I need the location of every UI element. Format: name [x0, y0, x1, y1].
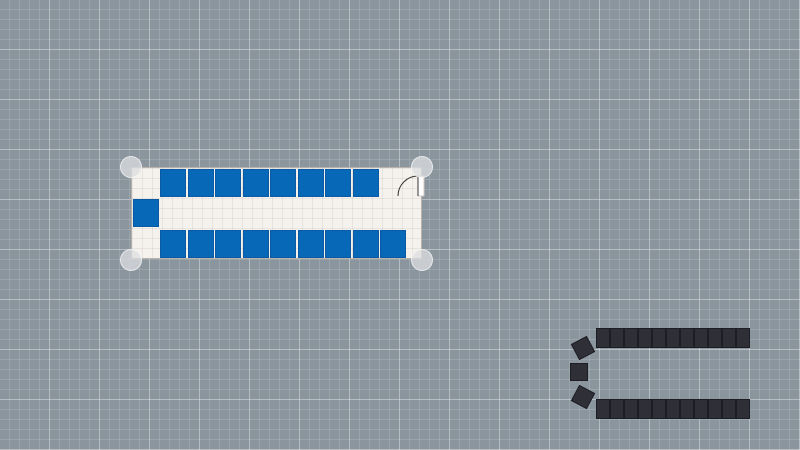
blue-tile-top[interactable] — [160, 169, 186, 197]
dark-tile-bottom[interactable] — [652, 399, 666, 419]
blue-tile-bottom[interactable] — [352, 230, 379, 258]
dark-tile-top[interactable] — [638, 328, 652, 348]
blue-tile-bottom[interactable] — [160, 230, 186, 258]
blue-tile-bottom[interactable] — [215, 230, 241, 258]
dark-tile-top[interactable] — [736, 328, 750, 348]
blue-tile-top[interactable] — [352, 169, 379, 197]
room-module-selected[interactable] — [131, 167, 422, 259]
blue-tile-top[interactable] — [215, 169, 241, 197]
blue-tile-bottom[interactable] — [325, 230, 351, 258]
blue-tile-top[interactable] — [242, 169, 269, 197]
dark-tile-bottom[interactable] — [694, 399, 708, 419]
blue-tile-bottom[interactable] — [297, 230, 324, 258]
blue-tile-top[interactable] — [325, 169, 351, 197]
dark-tile-bottom[interactable] — [722, 399, 736, 419]
dark-tile-top[interactable] — [666, 328, 680, 348]
blue-tile-bottom[interactable] — [380, 230, 406, 258]
dark-tile-bottom[interactable] — [666, 399, 680, 419]
dark-tile-bottom[interactable] — [736, 399, 750, 419]
blue-tile-top[interactable] — [187, 169, 214, 197]
dark-tile-curve[interactable] — [570, 335, 596, 361]
resize-handle-bottom-right[interactable] — [411, 249, 433, 271]
dark-tile-bottom[interactable] — [708, 399, 722, 419]
resize-handle-top-right[interactable] — [411, 156, 433, 178]
dark-tile-bottom[interactable] — [680, 399, 694, 419]
blue-tile-top[interactable] — [297, 169, 324, 197]
dark-tile-top[interactable] — [596, 328, 610, 348]
resize-handle-top-left[interactable] — [120, 156, 142, 178]
dark-tile-bottom[interactable] — [624, 399, 638, 419]
dark-tile-curve[interactable] — [570, 363, 588, 381]
blue-tile-bottom[interactable] — [187, 230, 214, 258]
dark-tile-bottom[interactable] — [610, 399, 624, 419]
dark-tile-top[interactable] — [652, 328, 666, 348]
resize-handle-bottom-left[interactable] — [120, 249, 142, 271]
dark-tile-curve[interactable] — [570, 384, 596, 410]
blue-tile-left[interactable] — [133, 199, 159, 227]
dark-tile-top[interactable] — [624, 328, 638, 348]
dark-tile-top[interactable] — [722, 328, 736, 348]
dark-tile-top[interactable] — [610, 328, 624, 348]
dark-tile-bottom[interactable] — [596, 399, 610, 419]
blue-tile-bottom[interactable] — [270, 230, 296, 258]
dark-tile-top[interactable] — [694, 328, 708, 348]
dark-seating-module[interactable] — [560, 320, 760, 430]
blue-tile-top[interactable] — [270, 169, 296, 197]
blue-tile-bottom[interactable] — [242, 230, 269, 258]
dark-tile-bottom[interactable] — [638, 399, 652, 419]
dark-tile-top[interactable] — [680, 328, 694, 348]
dark-tile-top[interactable] — [708, 328, 722, 348]
